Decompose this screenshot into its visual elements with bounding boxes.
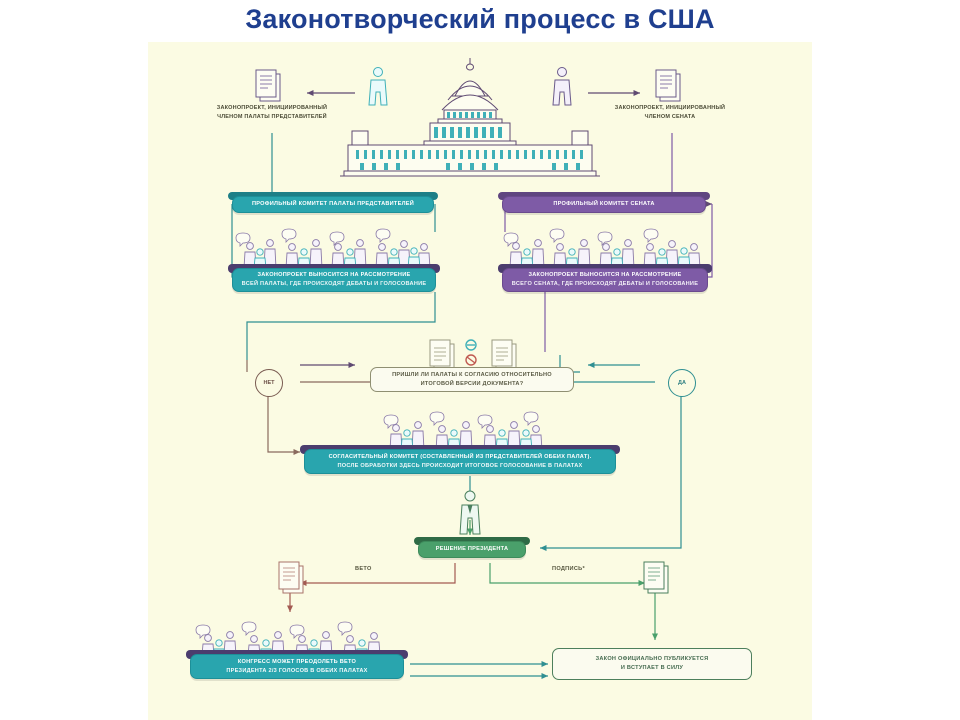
node-house-floor[interactable]: ЗАКОНОПРОЕКТ ВЫНОСИТСЯ НА РАССМОТРЕНИЕ В… <box>232 268 436 292</box>
house-bill-caption: ЗАКОНОПРОЕКТ, ИНИЦИИРОВАННЫЙ ЧЛЕНОМ ПАЛА… <box>216 105 328 120</box>
node-agreement-question[interactable]: ПРИШЛИ ЛИ ПАЛАТЫ К СОГЛАСИЮ ОТНОСИТЕЛЬНО… <box>370 367 574 392</box>
node-senate-floor[interactable]: ЗАКОНОПРОЕКТ ВЫНОСИТСЯ НА РАССМОТРЕНИЕ В… <box>502 268 708 292</box>
node-override[interactable]: КОНГРЕСС МОЖЕТ ПРЕОДОЛЕТЬ ВЕТО ПРЕЗИДЕНТ… <box>190 654 404 679</box>
node-president[interactable]: РЕШЕНИЕ ПРЕЗИДЕНТА <box>418 541 526 558</box>
decision-yes[interactable]: ДА <box>668 369 696 397</box>
node-senate-committee[interactable]: ПРОФИЛЬНЫЙ КОМИТЕТ СЕНАТА <box>502 196 706 213</box>
node-conference-committee[interactable]: СОГЛАСИТЕЛЬНЫЙ КОМИТЕТ (СОСТАВЛЕННЫЙ ИЗ … <box>304 449 616 474</box>
node-house-committee[interactable]: ПРОФИЛЬНЫЙ КОМИТЕТ ПАЛАТЫ ПРЕДСТАВИТЕЛЕЙ <box>232 196 434 213</box>
decision-no[interactable]: НЕТ <box>255 369 283 397</box>
page-title: Законотворческий процесс в США <box>245 4 715 34</box>
edge-label-signature: ПОДПИСЬ* <box>552 566 585 572</box>
senate-bill-caption: ЗАКОНОПРОЕКТ, ИНИЦИИРОВАННЫЙ ЧЛЕНОМ СЕНА… <box>614 105 726 120</box>
node-law-published[interactable]: ЗАКОН ОФИЦИАЛЬНО ПУБЛИКУЕТСЯ И ВСТУПАЕТ … <box>552 648 752 680</box>
edge-label-veto: ВЕТО <box>355 566 372 572</box>
